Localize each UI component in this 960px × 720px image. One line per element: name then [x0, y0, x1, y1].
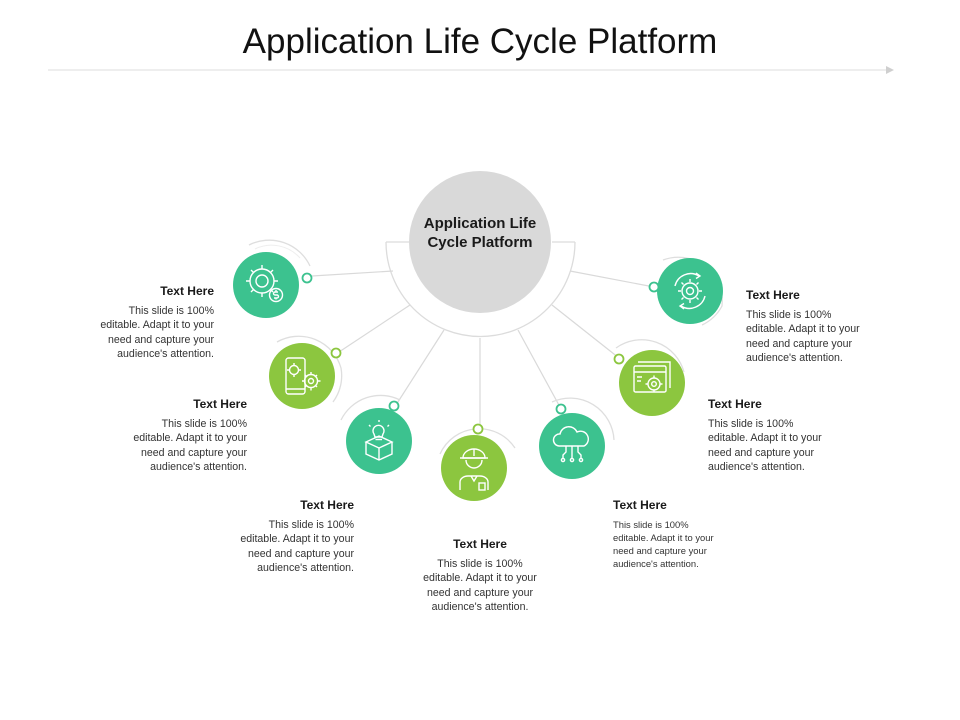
label-7-heading: Text Here [746, 288, 800, 302]
label-2: Text Here This slide is 100% editable. A… [95, 397, 247, 475]
label-1-heading: Text Here [160, 284, 214, 298]
label-3-body: This slide is 100% editable. Adapt it to… [240, 519, 354, 575]
browser-gear-icon [633, 361, 671, 393]
title-underline [48, 66, 894, 74]
cloud-circuit-icon [552, 426, 590, 463]
connector-2 [338, 304, 411, 353]
node-1 [233, 239, 313, 318]
connector-3 [395, 329, 445, 406]
label-5: Text Here This slide is 100% editable. A… [613, 498, 763, 570]
label-6: Text Here This slide is 100% editable. A… [708, 397, 860, 475]
gear-cycle-icon [674, 272, 706, 310]
hub-arc [385, 241, 576, 338]
node-1-ring-inner [254, 244, 301, 259]
label-7: Text Here This slide is 100% editable. A… [746, 288, 898, 366]
node-2 [269, 335, 343, 409]
node-1-dot [301, 272, 313, 284]
label-5-body: This slide is 100% editable. Adapt it to… [613, 519, 714, 569]
node-3-circle [346, 408, 412, 474]
node-7-dot [648, 281, 660, 293]
engineer-icon [459, 448, 489, 491]
node-1-ring [248, 239, 311, 267]
node-3 [340, 394, 412, 474]
node-3-dot [388, 400, 400, 412]
node-5-ring [551, 397, 615, 441]
hub-label: Application Life Cycle Platform [423, 215, 537, 251]
label-1-body: This slide is 100% editable. Adapt it to… [100, 305, 214, 361]
label-1: Text Here This slide is 100% editable. A… [62, 284, 214, 362]
node-7-circle [657, 258, 723, 324]
node-3-ring [340, 394, 401, 421]
node-5 [539, 397, 615, 479]
connector-7 [569, 270, 655, 288]
connector-6 [551, 304, 620, 359]
label-3-heading: Text Here [300, 498, 354, 512]
lightbulb-box-icon [364, 420, 394, 461]
label-7-body: This slide is 100% editable. Adapt it to… [746, 309, 860, 365]
label-2-heading: Text Here [193, 397, 247, 411]
label-2-body: This slide is 100% editable. Adapt it to… [133, 418, 247, 474]
connectors [311, 270, 655, 428]
node-6-ring [615, 339, 685, 373]
label-4: Text Here This slide is 100% editable. A… [400, 537, 560, 615]
label-6-heading: Text Here [708, 397, 762, 411]
phone-gears-icon [285, 357, 321, 395]
node-6 [613, 339, 685, 416]
node-2-dot [330, 347, 342, 359]
connector-1 [311, 270, 394, 277]
node-2-circle [269, 343, 335, 409]
gear-dollar-icon [246, 265, 284, 303]
label-6-body: This slide is 100% editable. Adapt it to… [708, 418, 822, 474]
hub-circle [409, 171, 551, 313]
connector-5 [517, 329, 561, 408]
label-4-body: This slide is 100% editable. Adapt it to… [423, 558, 537, 614]
node-4-dot [472, 423, 484, 435]
label-4-heading: Text Here [453, 537, 507, 551]
node-7 [648, 256, 723, 326]
node-4 [439, 423, 516, 501]
node-5-dot [555, 403, 567, 415]
page-title: Application Life Cycle Platform [242, 22, 718, 61]
node-6-dot [613, 353, 625, 365]
label-5-heading: Text Here [613, 498, 667, 512]
label-3: Text Here This slide is 100% editable. A… [202, 498, 354, 576]
